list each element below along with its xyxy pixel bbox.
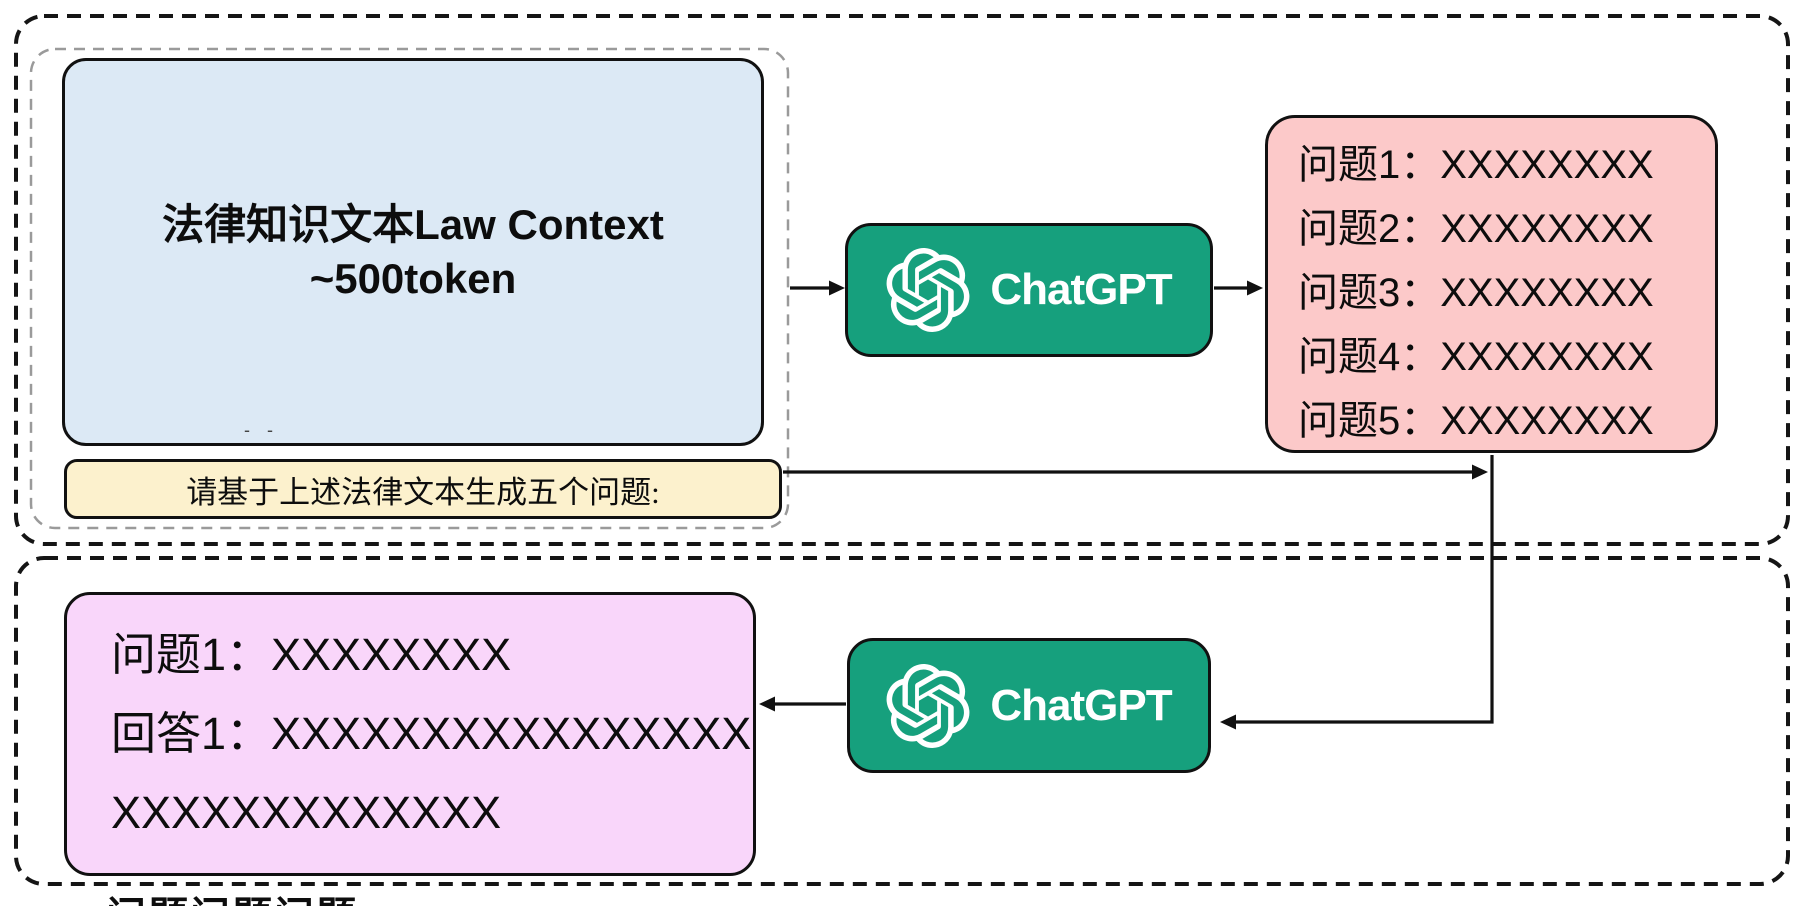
arrow-chatgpt-to-questions bbox=[1214, 280, 1263, 296]
qa-box: 问题1：XXXXXXXX 回答1：XXXXXXXXXXXXXXXX XXXXXX… bbox=[64, 592, 756, 876]
connector-questions-to-chatgpt2 bbox=[1220, 455, 1494, 730]
question-line: 问题1：XXXXXXXX bbox=[1298, 143, 1654, 187]
chatgpt-label: ChatGPT bbox=[990, 265, 1172, 314]
qa-line: XXXXXXXXXXXXX bbox=[111, 787, 502, 838]
law-context-line1: 法律知识文本Law Context bbox=[162, 201, 664, 248]
chatgpt-node-top: ChatGPT bbox=[845, 223, 1213, 357]
question-line: 问题5：XXXXXXXX bbox=[1298, 399, 1654, 443]
chatgpt-node-bottom: ChatGPT bbox=[847, 638, 1211, 773]
arrow-chatgpt2-to-answer bbox=[759, 696, 846, 712]
arrow-law-to-chatgpt bbox=[790, 280, 845, 296]
arrow-prompt-to-junction bbox=[783, 464, 1488, 480]
law-context-box: 法律知识文本Law Context ~500token bbox=[62, 58, 764, 446]
law-context-line2: ~500token bbox=[309, 255, 517, 302]
clipped-text-artifact: 问题问题问题 bbox=[106, 884, 406, 906]
qa-line: 问题1：XXXXXXXX bbox=[111, 629, 512, 680]
question-line: 问题4：XXXXXXXX bbox=[1298, 335, 1654, 379]
question-line: 问题2：XXXXXXXX bbox=[1298, 207, 1654, 251]
openai-logo-icon bbox=[886, 664, 970, 748]
openai-logo-icon bbox=[886, 248, 970, 332]
chatgpt-label: ChatGPT bbox=[990, 680, 1172, 730]
prompt-text: 请基于上述法律文本生成五个问题: bbox=[186, 474, 660, 510]
qa-line: 回答1：XXXXXXXXXXXXXXXX bbox=[111, 708, 752, 759]
question-line: 问题3：XXXXXXXX bbox=[1298, 271, 1654, 315]
prompt-box: 请基于上述法律文本生成五个问题: bbox=[64, 459, 782, 519]
questions-box: 问题1：XXXXXXXX 问题2：XXXXXXXX 问题3：XXXXXXXX 问… bbox=[1265, 115, 1718, 453]
small-text-artifact: - - bbox=[244, 420, 279, 440]
